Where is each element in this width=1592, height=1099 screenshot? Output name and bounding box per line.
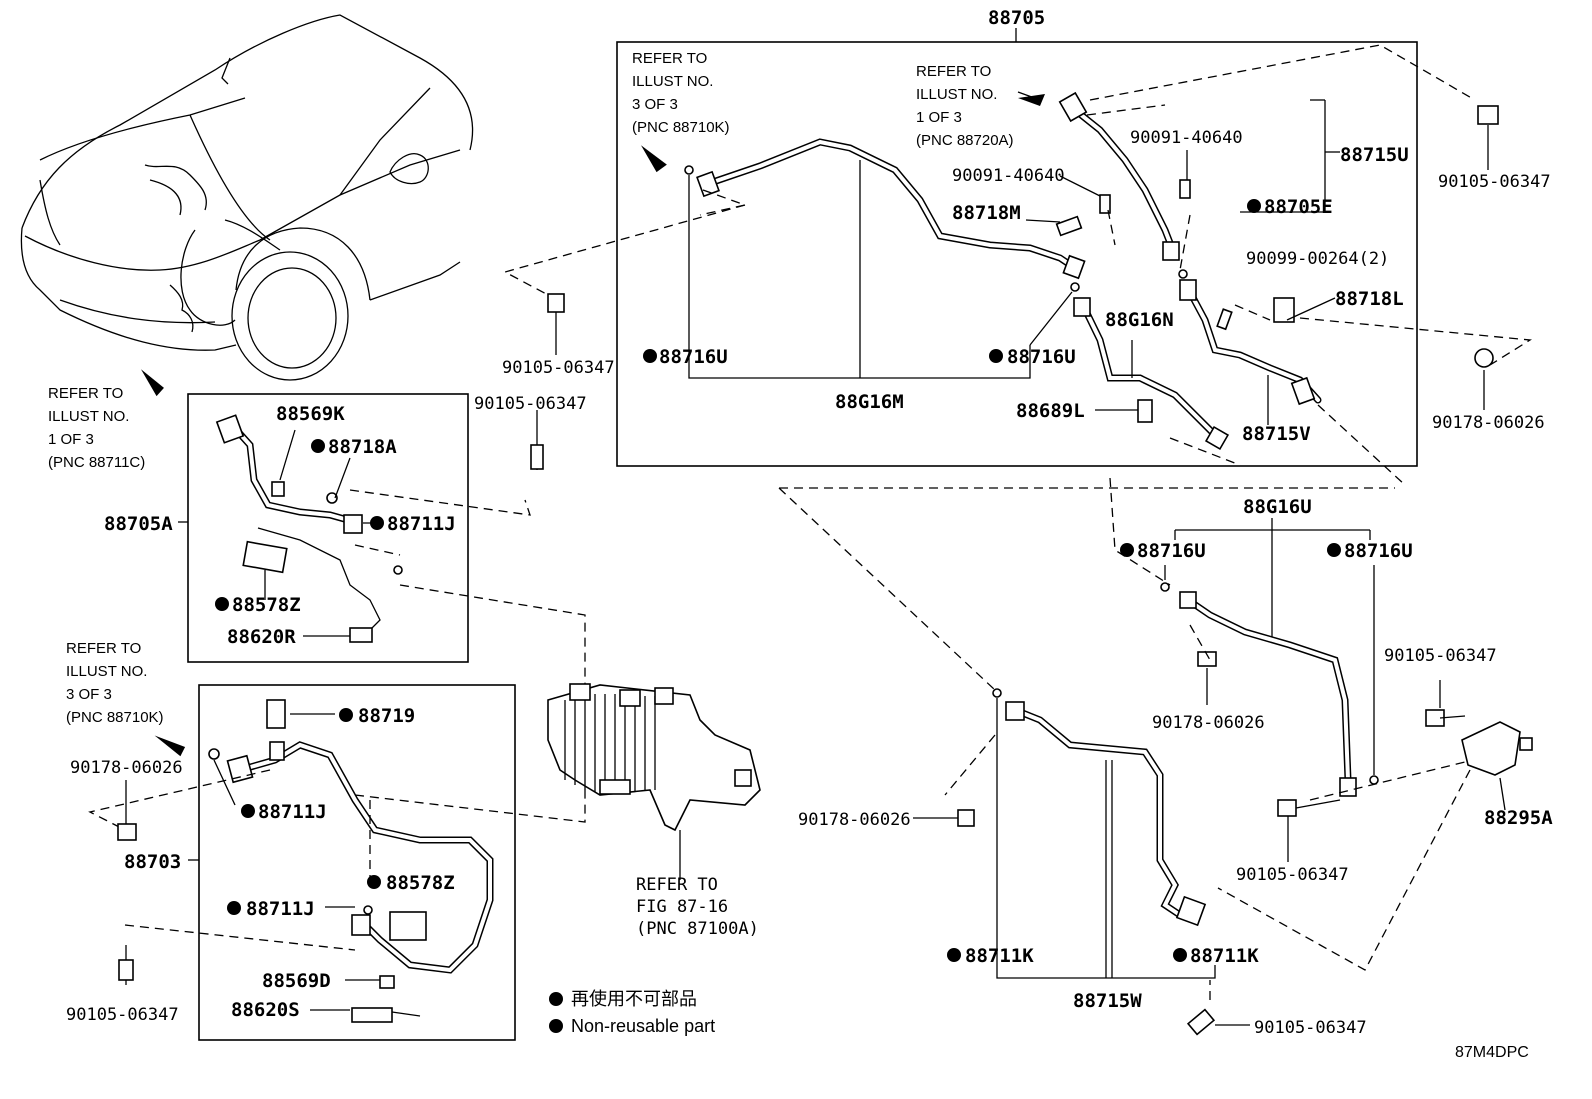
- label-90178-c: 90178-06026: [798, 810, 911, 830]
- legend-dot-en: [549, 1019, 563, 1033]
- label-88569D: 88569D: [262, 970, 331, 992]
- ref-1of3-top-l1: REFER TO: [916, 63, 991, 80]
- label-88718L: 88718L: [1335, 288, 1404, 310]
- label-88711J-1: 88711J: [387, 513, 456, 535]
- label-90099: 90099-00264(2): [1246, 249, 1389, 269]
- label-90091-a: 90091-40640: [1130, 128, 1243, 148]
- label-88711J-3: 88711J: [246, 898, 315, 920]
- label-88569K: 88569K: [276, 403, 345, 425]
- label-88715U: 88715U: [1340, 144, 1409, 166]
- label-90105-rb: 90105-06347: [1236, 865, 1349, 885]
- nonreusable-dot-88711K-1: [947, 948, 961, 962]
- ref-3of3-top-l3: 3 OF 3: [632, 96, 678, 113]
- ref-1of3-left-l3: 1 OF 3: [48, 431, 94, 448]
- label-88716U-1: 88716U: [659, 346, 728, 368]
- nonreusable-dot-88711K-2: [1173, 948, 1187, 962]
- legend-dot-jp: [549, 992, 563, 1006]
- ref-1of3-left-l2: ILLUST NO.: [48, 408, 129, 425]
- label-88716U-4: 88716U: [1344, 540, 1413, 562]
- label-88715V: 88715V: [1242, 423, 1311, 445]
- label-88578Z-2: 88578Z: [386, 872, 455, 894]
- ref-1of3-left-l1: REFER TO: [48, 385, 123, 402]
- ref-3of3-top-l1: REFER TO: [632, 50, 707, 67]
- label-88711J-2: 88711J: [258, 801, 327, 823]
- label-90105-a: 90105-06347: [474, 394, 587, 414]
- ref-1of3-top-l2: ILLUST NO.: [916, 86, 997, 103]
- label-90105-tr: 90105-06347: [1438, 172, 1551, 192]
- label-88705E: 88705E: [1264, 196, 1333, 218]
- label-90105-r: 90105-06347: [1384, 646, 1497, 666]
- ref-3of3-top-l2: ILLUST NO.: [632, 73, 713, 90]
- nonreusable-dot-88711J-1: [370, 516, 384, 530]
- label-88711K-2: 88711K: [1190, 945, 1259, 967]
- label-88620S: 88620S: [231, 999, 300, 1021]
- label-88703: 88703: [124, 851, 181, 873]
- ref-fig-l2: FIG 87-16: [636, 897, 728, 917]
- label-90105-mid: 90105-06347: [502, 358, 615, 378]
- assembly-88705A-frame: [187, 393, 469, 663]
- label-88718A: 88718A: [328, 436, 397, 458]
- label-90105-b: 90105-06347: [1254, 1018, 1367, 1038]
- label-88718M: 88718M: [952, 202, 1021, 224]
- label-88716U-2: 88716U: [1007, 346, 1076, 368]
- ref-1of3-left-l4: (PNC 88711C): [48, 454, 145, 471]
- label-88620R: 88620R: [227, 626, 296, 648]
- oil-cooler-unit: [547, 683, 761, 880]
- nonreusable-dot-88716U-1: [643, 349, 657, 363]
- vehicle-illustration: [20, 14, 474, 381]
- label-88G16M: 88G16M: [835, 391, 904, 413]
- nonreusable-dot-88705E: [1247, 199, 1261, 213]
- legend-en: Non-reusable part: [571, 1016, 715, 1036]
- legend-jp: 再使用不可部品: [571, 989, 697, 1009]
- label-90091-b: 90091-40640: [952, 166, 1065, 186]
- diagram-code: 87M4DPC: [1455, 1044, 1529, 1061]
- ref-3of3-left-l4: (PNC 88710K): [66, 709, 164, 726]
- ref-3of3-top-l4: (PNC 88710K): [632, 119, 730, 136]
- nonreusable-dot-88711J-3: [227, 901, 241, 915]
- label-90178-tr: 90178-06026: [1432, 413, 1545, 433]
- ref-fig-l1: REFER TO: [636, 875, 718, 895]
- label-88G16U: 88G16U: [1243, 496, 1312, 518]
- ref-3of3-left-l2: ILLUST NO.: [66, 663, 147, 680]
- label-88705A: 88705A: [104, 513, 173, 535]
- label-90105-bl: 90105-06347: [66, 1005, 179, 1025]
- nonreusable-dot-88716U-2: [989, 349, 1003, 363]
- label-88G16N: 88G16N: [1105, 309, 1174, 331]
- nonreusable-dot-88711J-2: [241, 804, 255, 818]
- assembly-88705-frame: [616, 41, 1418, 467]
- nonreusable-dot-88578Z-1: [215, 597, 229, 611]
- label-90178-m: 90178-06026: [1152, 713, 1265, 733]
- ref-1of3-top-l4: (PNC 88720A): [916, 132, 1014, 149]
- nonreusable-dot-88719: [339, 708, 353, 722]
- label-90178-l: 90178-06026: [70, 758, 183, 778]
- label-88715W: 88715W: [1073, 990, 1142, 1012]
- assembly-88703-frame: [198, 684, 516, 1041]
- ref-fig-l3: (PNC 87100A): [636, 919, 759, 939]
- label-88711K-1: 88711K: [965, 945, 1034, 967]
- ref-1of3-top-l3: 1 OF 3: [916, 109, 962, 126]
- label-88705: 88705: [988, 7, 1045, 29]
- label-88689L: 88689L: [1016, 400, 1085, 422]
- ref-3of3-left-l1: REFER TO: [66, 640, 141, 657]
- label-88295A: 88295A: [1484, 807, 1553, 829]
- nonreusable-dot-88716U-3: [1120, 543, 1134, 557]
- label-88716U-3: 88716U: [1137, 540, 1206, 562]
- label-88578Z-1: 88578Z: [232, 594, 301, 616]
- ref-3of3-left-l3: 3 OF 3: [66, 686, 112, 703]
- label-88719: 88719: [358, 705, 415, 727]
- nonreusable-dot-88716U-4: [1327, 543, 1341, 557]
- nonreusable-dot-88718A: [311, 439, 325, 453]
- nonreusable-dot-88578Z-2: [367, 875, 381, 889]
